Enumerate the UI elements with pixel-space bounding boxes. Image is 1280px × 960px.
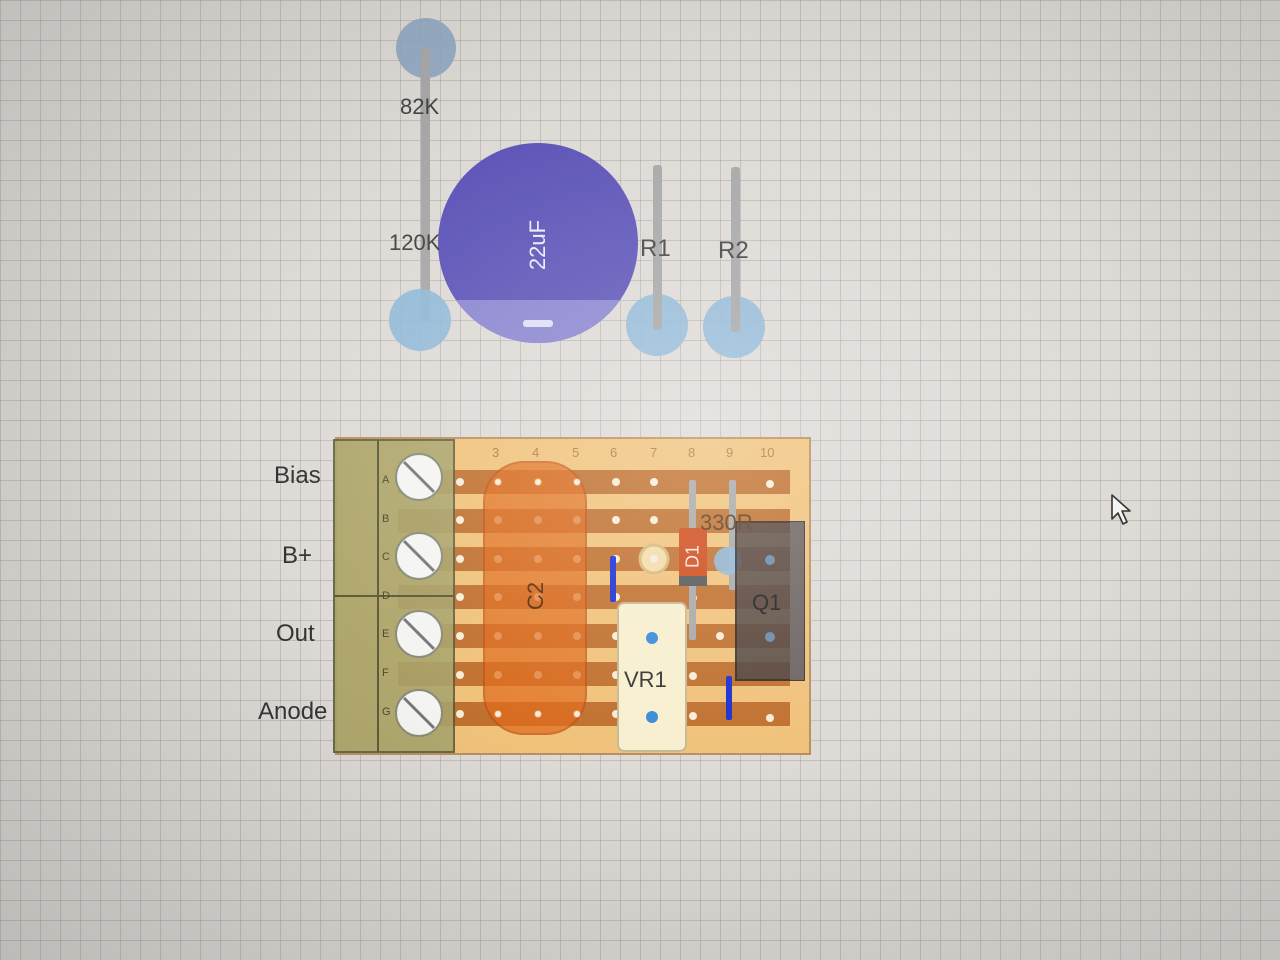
terminal-label-out: Out xyxy=(276,620,315,647)
trimmer-vr1[interactable] xyxy=(617,602,687,752)
label-330r: 330R xyxy=(700,510,753,535)
resistor-82k-lead[interactable] xyxy=(421,48,430,322)
col-10: 10 xyxy=(760,445,775,460)
row-f: F xyxy=(382,667,389,679)
col-6: 6 xyxy=(610,445,618,460)
terminal-label-bias: Bias xyxy=(274,462,321,489)
transistor-q1-edge xyxy=(790,522,804,680)
col-4: 4 xyxy=(532,445,540,460)
label-c2: C2 xyxy=(523,581,548,611)
resistor-r2-lead[interactable] xyxy=(731,167,740,332)
row-d: D xyxy=(382,590,390,602)
vr1-pin-bottom xyxy=(646,711,658,723)
label-r2: R2 xyxy=(718,237,749,264)
diode-d1-band xyxy=(679,576,707,586)
col-5: 5 xyxy=(572,445,580,460)
terminal-label-anode: Anode xyxy=(258,698,328,725)
label-120k: 120K xyxy=(389,230,441,255)
label-r1: R1 xyxy=(640,235,671,262)
label-q1: Q1 xyxy=(752,590,782,615)
col-9: 9 xyxy=(726,445,734,460)
col-3: 3 xyxy=(492,445,500,460)
diode-d1[interactable] xyxy=(679,528,707,586)
label-d1: D1 xyxy=(682,545,703,569)
row-letter-column: A B C D E F G xyxy=(382,474,396,734)
screw-terminal-out[interactable] xyxy=(395,610,443,658)
row-a: A xyxy=(382,474,390,486)
col-8: 8 xyxy=(688,445,696,460)
mouse-cursor-icon xyxy=(1111,494,1131,525)
vr1-pin-top xyxy=(646,632,658,644)
row-b: B xyxy=(382,513,390,525)
screw-terminal-anode[interactable] xyxy=(395,689,443,737)
column-number-row: 3 4 5 6 7 8 9 10 xyxy=(490,445,790,463)
row-e: E xyxy=(382,628,390,640)
loose-components xyxy=(389,18,765,358)
screw-terminal-bplus[interactable] xyxy=(395,532,443,580)
pad-120k-bottom[interactable] xyxy=(389,289,451,351)
link-wire-1[interactable] xyxy=(610,556,616,602)
row-c: C xyxy=(382,551,390,563)
resistor-r1-lead[interactable] xyxy=(653,165,662,330)
link-wire-2[interactable] xyxy=(726,676,732,720)
capacitor-minus-stripe xyxy=(523,320,553,327)
label-vr1: VR1 xyxy=(624,667,667,692)
terminal-label-bplus: B+ xyxy=(282,542,313,569)
row-g: G xyxy=(382,706,391,718)
screw-terminal-bias[interactable] xyxy=(395,453,443,501)
col-7: 7 xyxy=(650,445,658,460)
capacitor-c2[interactable] xyxy=(483,461,587,735)
label-82k: 82K xyxy=(400,94,440,119)
